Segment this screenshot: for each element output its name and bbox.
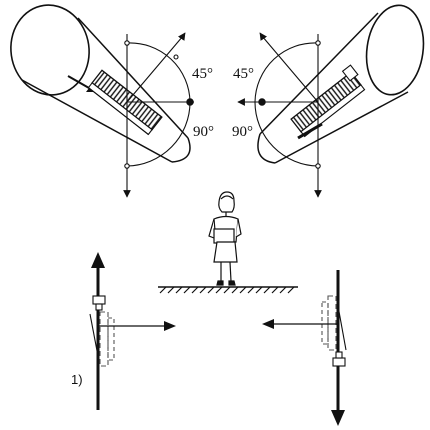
right-beam	[257, 4, 425, 164]
floor-hatched-line	[158, 286, 298, 294]
left-angle-45-label: 45°	[192, 66, 213, 82]
right-angle-gauge	[237, 32, 322, 198]
left-right-arrow-icon	[164, 321, 176, 331]
top-right-heater-group: 45° 90°	[232, 4, 425, 198]
down-arrow-icon	[331, 410, 345, 426]
left-wall-bracket-icon	[89, 295, 115, 367]
top-left-heater-group: 45° 90°	[10, 4, 214, 198]
left-angle-gauge	[123, 32, 194, 198]
right-wall-bracket-icon	[321, 295, 347, 367]
left-beam	[10, 4, 191, 163]
right-angle-90-label: 90°	[232, 124, 253, 140]
right-heater-icon	[290, 64, 366, 138]
person-figure-icon	[208, 191, 242, 286]
footnote-marker-label: 1)	[71, 372, 83, 387]
up-arrow-icon	[91, 252, 105, 268]
right-left-arrow-icon	[262, 319, 274, 329]
bottom-left-mount-group: 1)	[71, 252, 176, 410]
right-angle-45-label: 45°	[233, 66, 254, 82]
bottom-right-mount-group	[262, 270, 347, 426]
left-angle-90-label: 90°	[193, 124, 214, 140]
